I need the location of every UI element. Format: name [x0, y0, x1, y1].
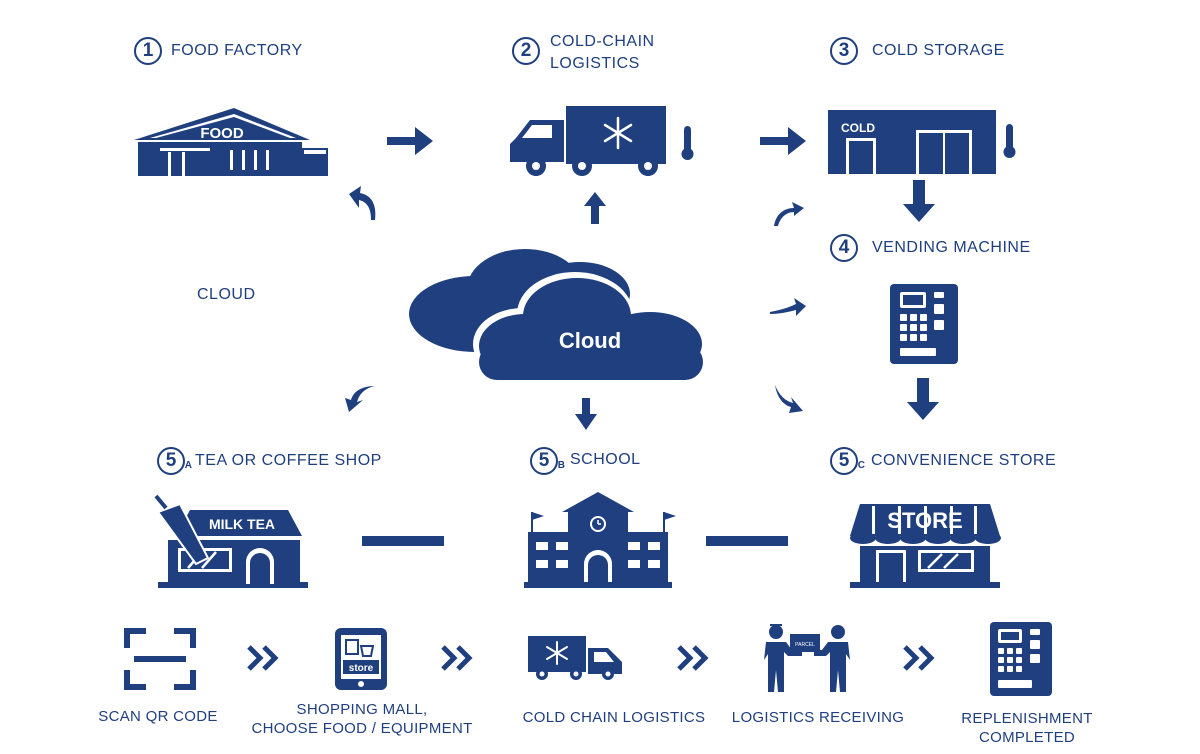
arrow-vending-to-store: [907, 378, 939, 420]
store-sign-text: STORE: [887, 508, 962, 533]
process-label-shopping: SHOPPING MALL, CHOOSE FOOD / EQUIPMENT: [251, 701, 473, 737]
cloud-icon: Cloud: [409, 249, 706, 384]
cold-storage-icon: COLD: [828, 110, 1016, 174]
vending-machine-small-icon: [990, 622, 1052, 696]
step-number-3: 3: [830, 37, 858, 65]
milk-tea-sign-text: MILK TEA: [209, 516, 275, 532]
tea-coffee-shop-label: TEA OR COFFEE SHOP: [195, 452, 382, 469]
step-number-1: 1: [134, 37, 162, 65]
cloud-arrow-to-vending: [770, 298, 806, 316]
cloud-arrow-to-school: [575, 398, 597, 430]
arrow-storage-to-vending: [903, 180, 935, 222]
school-label: SCHOOL: [570, 451, 641, 468]
chevron-right-icon: [677, 645, 709, 671]
process-label-replenishment: REPLENISHMENT COMPLETED: [961, 710, 1093, 746]
vending-machine-label: VENDING MACHINE: [872, 239, 1031, 256]
step-number-2: 2: [512, 37, 540, 65]
convenience-store-icon: STORE: [850, 504, 1001, 588]
cloud-side-label: CLOUD: [197, 286, 256, 303]
convenience-store-label: CONVENIENCE STORE: [871, 452, 1057, 469]
cloud-arrow-to-tea-shop: [345, 386, 375, 412]
cloud-center-label: Cloud: [559, 328, 621, 353]
snowflake-icon: [603, 116, 633, 150]
school-icon: [524, 492, 676, 588]
process-label-receiving: LOGISTICS RECEIVING: [731, 709, 905, 726]
vending-machine-icon: [890, 284, 958, 364]
handover-icon: PARCEL: [764, 624, 850, 692]
chevron-right-icon: [247, 645, 279, 671]
cold-chain-logistics-label: COLD-CHAIN LOGISTICS: [550, 33, 655, 72]
process-label-cold-chain: COLD CHAIN LOGISTICS: [522, 709, 706, 726]
tablet-screen-text: store: [349, 663, 374, 674]
qr-scan-icon: [124, 628, 196, 690]
food-sign-text: FOOD: [200, 125, 243, 142]
cold-storage-label: COLD STORAGE: [872, 42, 1005, 59]
process-label-scan: SCAN QR CODE: [98, 708, 218, 725]
milk-tea-shop-icon: MILK TEA: [154, 494, 308, 588]
cold-chain-truck-icon: [510, 106, 694, 176]
chevron-right-icon: [441, 645, 473, 671]
step-number-4: 4: [830, 234, 858, 262]
small-truck-icon: [528, 636, 622, 680]
cloud-arrow-to-storage: [774, 202, 804, 226]
cold-sign-text: COLD: [841, 121, 875, 135]
cloud-arrow-to-factory: [349, 186, 376, 220]
arrow-factory-to-truck: [387, 127, 433, 155]
arrow-truck-to-storage: [760, 127, 806, 155]
connector-tea-school: [362, 536, 444, 546]
cloud-arrow-to-convenience: [775, 385, 803, 413]
parcel-box-text: PARCEL: [795, 642, 815, 648]
cloud-arrow-to-truck: [584, 192, 606, 224]
food-factory-label: FOOD FACTORY: [171, 42, 303, 59]
tablet-store-icon: store: [335, 628, 387, 690]
chevron-right-icon: [903, 645, 935, 671]
food-factory-icon: FOOD: [134, 108, 328, 176]
connector-school-store: [706, 536, 788, 546]
